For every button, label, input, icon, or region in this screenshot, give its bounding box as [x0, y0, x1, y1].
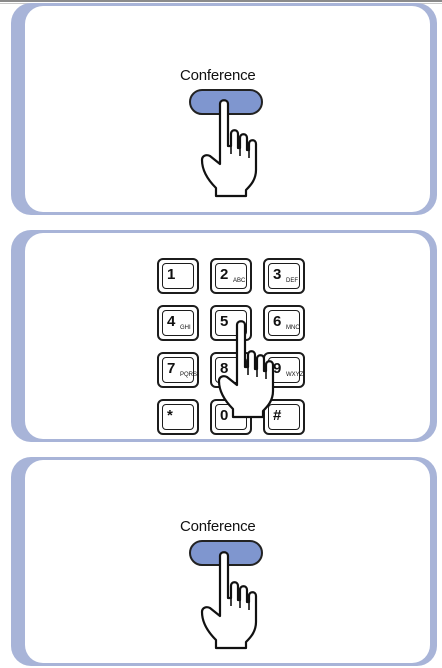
keypad-key-face: * [162, 404, 194, 430]
keypad-key-face: 5 [215, 310, 247, 336]
keypad-key-digit: 4 [167, 313, 176, 330]
keypad-key-digit: 2 [220, 266, 229, 283]
top-rule [0, 0, 442, 2]
step-panel-3: Conference [11, 457, 437, 666]
keypad-key-digit: * [167, 407, 173, 424]
keypad-key-digit: 7 [167, 360, 176, 377]
keypad-key-star[interactable]: * [157, 399, 199, 435]
keypad-key-letters: GHI [180, 325, 191, 331]
keypad-key-face: # [268, 404, 300, 430]
keypad-key-letters: MNO [286, 325, 300, 331]
keypad-key-face: 1 [162, 263, 194, 289]
keypad-key-1[interactable]: 1 [157, 258, 199, 294]
pointing-hand-icon [217, 320, 275, 419]
keypad-key-digit: # [273, 407, 282, 424]
conference-label: Conference [180, 67, 256, 84]
keypad-key-digit: 0 [220, 407, 229, 424]
keypad-key-letters: ABC [233, 278, 246, 284]
pointing-hand-icon [200, 99, 258, 198]
keypad-key-hash[interactable]: # [263, 399, 305, 435]
keypad-key-digit: 8 [220, 360, 229, 377]
keypad-key-letters: DEF [286, 278, 298, 284]
keypad-key-digit: 1 [167, 266, 176, 283]
keypad-key-digit: 5 [220, 313, 229, 330]
keypad-key-digit: 9 [273, 360, 282, 377]
step-panel-1: Conference [11, 3, 437, 215]
keypad-key-digit: 6 [273, 313, 282, 330]
conference-label: Conference [180, 518, 256, 535]
pointing-hand-icon [200, 551, 258, 650]
keypad-key-letters: PQRS [180, 372, 198, 378]
step-panel-3-content: Conference [25, 460, 430, 663]
keypad-key-digit: 3 [273, 266, 282, 283]
keypad-key-letters: WXYZ [286, 372, 304, 378]
step-panel-1-content: Conference [25, 6, 430, 212]
